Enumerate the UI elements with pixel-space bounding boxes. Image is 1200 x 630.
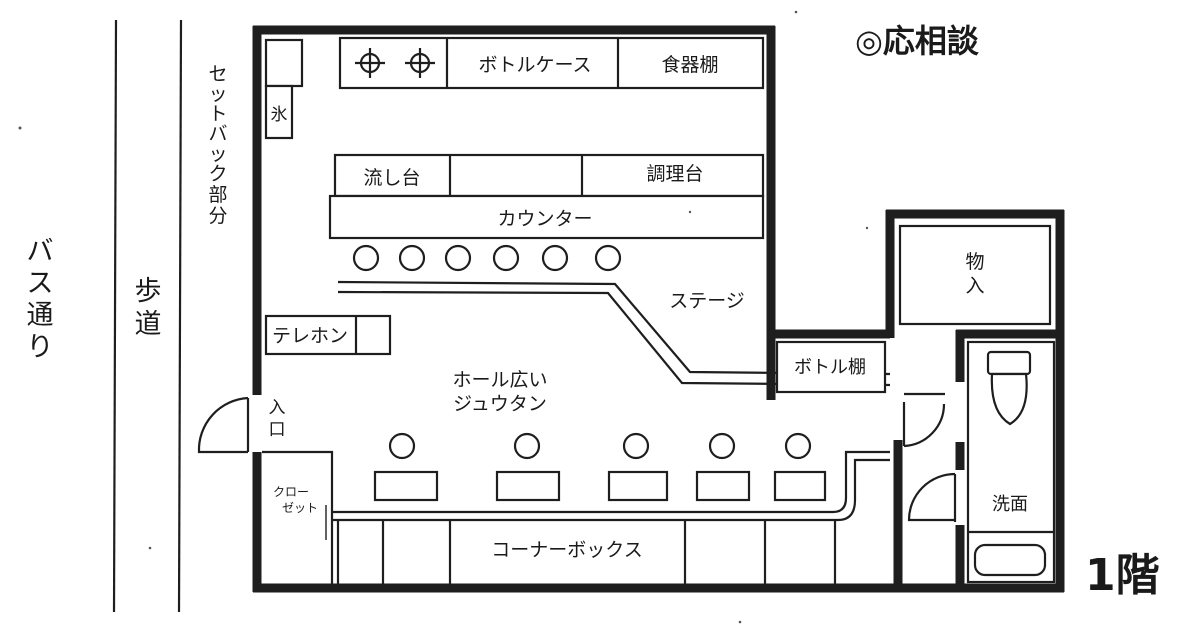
corner-box-label: コーナーボックス [491, 539, 642, 561]
svg-text:ッ: ッ [208, 143, 227, 165]
entrance-door[interactable] [197, 396, 254, 454]
outer-walls [252, 25, 1065, 593]
washroom-label: 洗面 [992, 494, 1028, 515]
svg-text:部: 部 [208, 184, 227, 206]
entrance-label: 入 口 [269, 398, 286, 440]
svg-text:入: 入 [965, 275, 984, 297]
bottle-shelf-label: ボトル棚 [794, 357, 866, 378]
hall-label-1: ホール広い [452, 369, 547, 391]
consult-note: ◎応相談 [855, 22, 980, 60]
street-line-right [177, 19, 183, 613]
svg-text:道: 道 [135, 309, 162, 340]
bottle-shelf [775, 340, 887, 394]
svg-text:通: 通 [27, 300, 54, 331]
washbasin-icon [973, 543, 1047, 577]
svg-text:バ: バ [208, 123, 227, 145]
hall-stools [388, 432, 812, 460]
hall-tables [373, 470, 827, 502]
telephone-booth [264, 314, 392, 356]
burner-icon [355, 48, 435, 78]
sink-label: 流し台 [363, 167, 420, 189]
svg-text:ス: ス [27, 268, 54, 299]
svg-text:ク: ク [208, 163, 227, 185]
counter-label: カウンター [497, 208, 592, 230]
washroom-door[interactable] [902, 392, 946, 448]
ice-label: 氷 [271, 105, 288, 125]
sink-counter [333, 153, 765, 198]
counter-stools [352, 244, 622, 272]
cooking-counter-label: 調理台 [646, 163, 703, 185]
svg-text:分: 分 [208, 205, 227, 227]
floor-label: 1階 [1085, 550, 1160, 601]
bar-counter [328, 194, 765, 240]
closet-wall [262, 450, 334, 588]
svg-text:物: 物 [965, 251, 984, 273]
storage-room [898, 224, 1052, 326]
ice-box [264, 84, 294, 140]
svg-text:入: 入 [269, 398, 286, 418]
bus-street-label: バ ス 通 り [27, 236, 54, 363]
closet-label-2: ゼット [282, 501, 318, 515]
telephone-label: テレホン [272, 325, 348, 347]
stray-marks [18, 10, 869, 624]
stage-label: ステージ [669, 290, 745, 312]
corner-box-bench [332, 450, 890, 585]
svg-text:歩: 歩 [135, 276, 162, 307]
toilet-icon [986, 350, 1032, 426]
svg-text:ッ: ッ [208, 83, 227, 105]
svg-text:口: 口 [269, 420, 286, 440]
tableware-shelf-label: 食器棚 [661, 54, 718, 76]
inner-door[interactable] [907, 472, 957, 522]
ice-box-top [264, 38, 304, 88]
setback-label: セ ッ ト バ ッ ク 部 分 [208, 63, 227, 227]
bottle-case-label: ボトルケース [478, 54, 591, 76]
svg-text:ト: ト [208, 103, 227, 125]
svg-text:り: り [27, 332, 54, 363]
storage-label: 物 入 [965, 251, 984, 297]
closet-label-1: クロー [273, 485, 309, 499]
sidewalk-label: 歩 道 [135, 276, 162, 340]
svg-text:セ: セ [208, 63, 227, 85]
hall-label-2: ジュウタン [453, 393, 547, 415]
svg-text:バ: バ [27, 236, 54, 267]
street-line-left [112, 19, 118, 613]
